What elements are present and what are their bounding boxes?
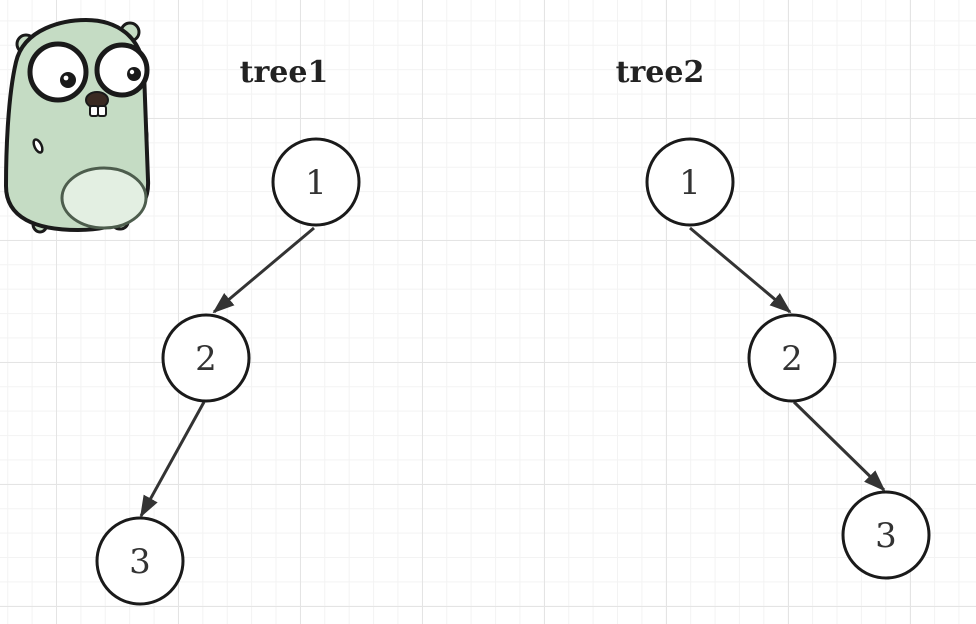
node-label: 2: [781, 339, 803, 379]
node-label: 1: [305, 163, 327, 203]
tree-node: 3: [841, 490, 931, 580]
node-label: 3: [875, 516, 897, 556]
node-label: 2: [195, 339, 217, 379]
tree-title: tree2: [616, 55, 705, 90]
tree-node: 2: [161, 313, 251, 403]
tree-2: tree2 1 2 3: [616, 55, 931, 580]
node-label: 1: [679, 163, 701, 203]
tree-edge: [212, 226, 315, 314]
tree-title: tree1: [240, 55, 329, 90]
gopher-mascot-icon: [3, 17, 151, 234]
tree-edge: [689, 226, 792, 314]
tree-edge: [792, 400, 886, 492]
tree-edge: [139, 401, 206, 518]
node-label: 3: [129, 542, 151, 582]
tree-node: 3: [95, 516, 185, 606]
tree-node: 1: [271, 137, 361, 227]
tree-node: 1: [645, 137, 735, 227]
tree-1: tree1 1 2 3: [95, 55, 361, 606]
tree-node: 2: [747, 313, 837, 403]
